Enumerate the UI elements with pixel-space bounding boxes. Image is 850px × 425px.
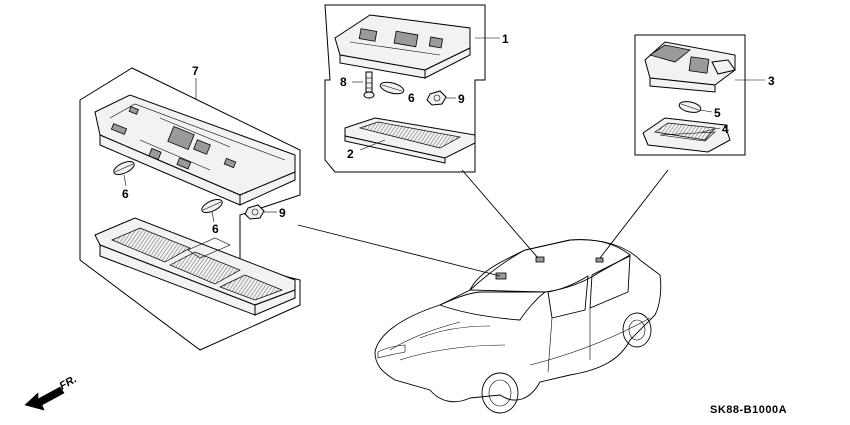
bulb-left-top — [113, 161, 135, 175]
callout-2: 2 — [347, 147, 354, 161]
callout-6-center: 6 — [408, 91, 415, 105]
screw — [363, 71, 375, 99]
center-light-housing — [334, 14, 471, 79]
roof-lamp-front — [495, 272, 507, 280]
rear-light-lens — [642, 117, 731, 153]
left-assembly-group — [79, 67, 301, 351]
front-direction-indicator: FR. — [24, 373, 79, 411]
center-assembly-group — [324, 4, 486, 173]
diagram-code: SK88-B1000A — [710, 404, 787, 416]
roof-console-base — [94, 94, 296, 206]
roof-light-lens-left — [94, 217, 296, 316]
callout-7: 7 — [192, 64, 199, 78]
car-illustration — [374, 239, 662, 414]
leader-lines — [123, 37, 765, 277]
callouts: 1 2 3 4 5 6 6 6 7 8 9 9 — [122, 32, 775, 236]
callout-5: 5 — [714, 106, 721, 120]
center-assembly-frame — [324, 4, 486, 173]
callout-9-center: 9 — [458, 92, 465, 106]
center-light-lens — [344, 117, 476, 164]
front-label: FR. — [58, 373, 79, 392]
rear-light-housing — [644, 41, 736, 93]
bulb-center — [379, 81, 405, 95]
right-assembly-frame — [634, 34, 746, 156]
callout-8: 8 — [340, 75, 347, 89]
callout-3: 3 — [768, 74, 775, 88]
callout-9-left: 9 — [279, 206, 286, 220]
bulb-left-bottom — [201, 199, 223, 213]
front-arrow-icon — [24, 386, 65, 411]
callout-1: 1 — [502, 32, 509, 46]
bulb-right — [678, 101, 702, 113]
roof-lamp-middle — [535, 256, 545, 263]
callout-6-left-bottom: 6 — [212, 222, 219, 236]
right-assembly-group — [634, 34, 746, 156]
callout-4: 4 — [722, 122, 729, 136]
nut-center — [426, 90, 447, 106]
nut-left — [244, 204, 265, 220]
roof-lamp-rear — [595, 257, 604, 263]
callout-6-left-top: 6 — [122, 187, 129, 201]
